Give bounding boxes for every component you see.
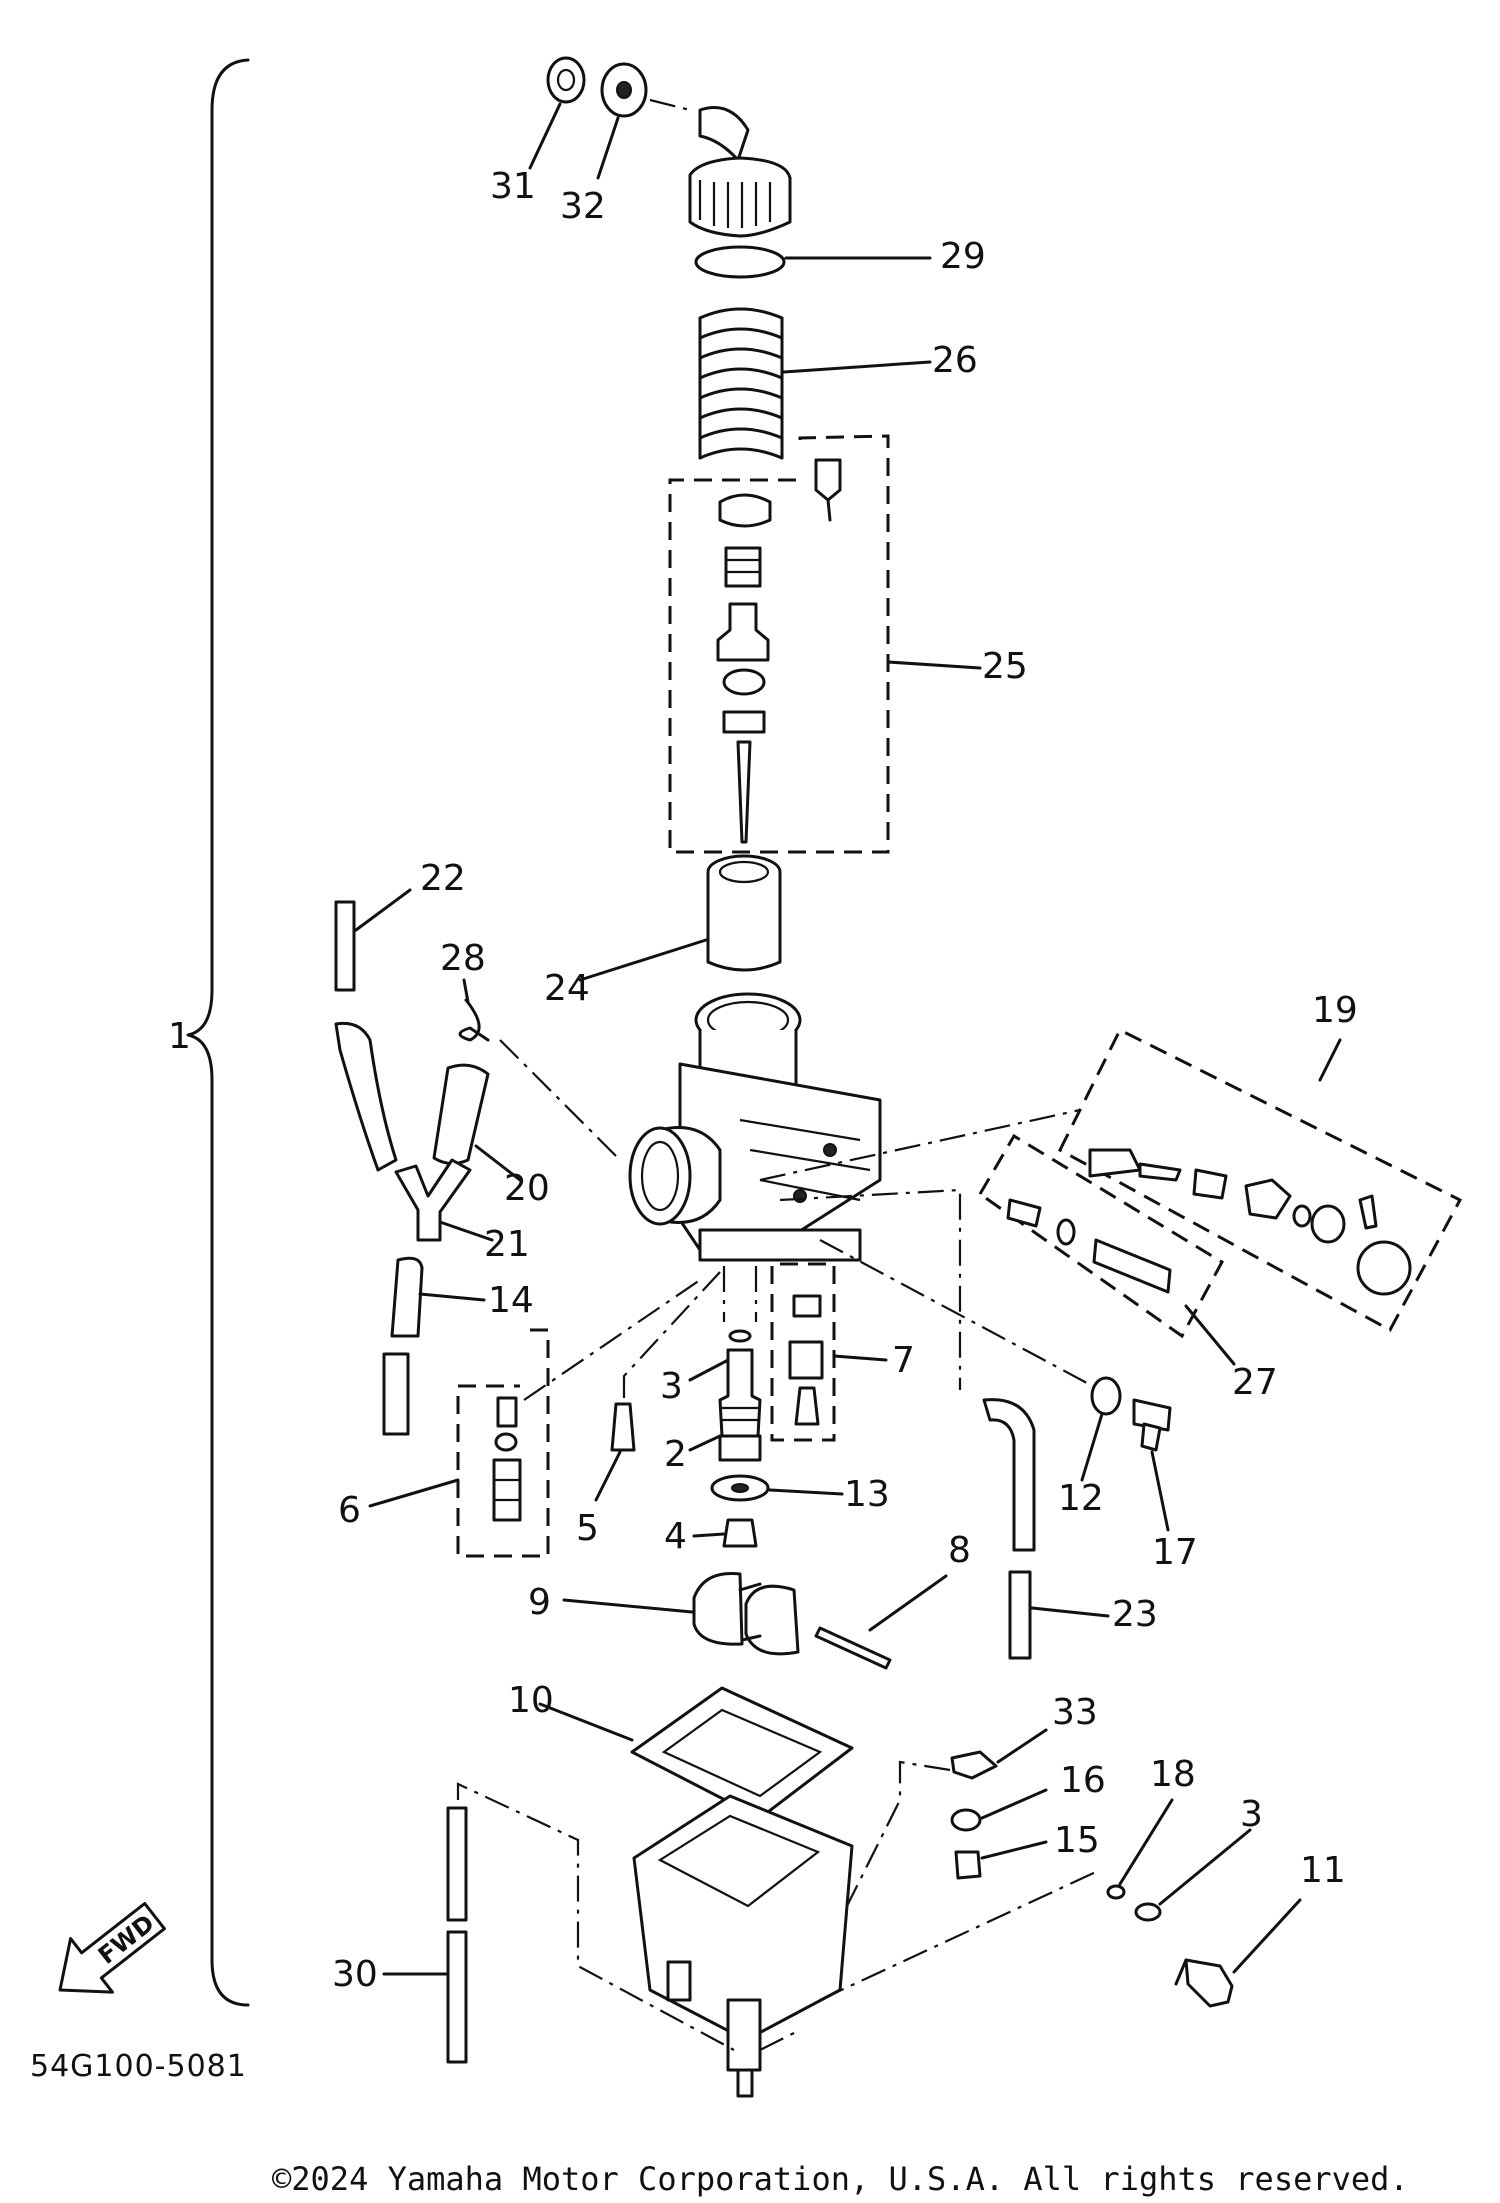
part-18-o-ring — [1106, 1884, 1126, 1900]
part-12-washer — [1090, 1376, 1122, 1416]
callout-11: 11 — [1300, 1850, 1346, 1891]
part-21-y-joint — [394, 1158, 472, 1242]
pilot-screw-box — [1058, 1027, 1463, 1333]
callout-23: 23 — [1112, 1594, 1158, 1635]
callout-17: 17 — [1152, 1532, 1198, 1573]
main-jet-box — [456, 1328, 550, 1558]
assembly-bracket — [186, 58, 250, 2007]
callout-30: 30 — [332, 1954, 378, 1995]
callout-15: 15 — [1054, 1820, 1100, 1861]
part-3-o-ring-lower — [1134, 1902, 1162, 1922]
part-17-screw — [1132, 1398, 1172, 1452]
top-cap — [688, 106, 792, 238]
part-6-main-jet-set — [492, 1396, 522, 1522]
part-30-hose — [446, 1806, 468, 2064]
callout-28: 28 — [440, 938, 486, 979]
part-25-needle-set — [716, 458, 842, 844]
callout-3a: 3 — [660, 1366, 683, 1407]
part-9-float — [692, 1572, 800, 1656]
callout-31: 31 — [490, 166, 536, 207]
needle-set-box — [668, 434, 890, 854]
part-4-main-jet — [722, 1518, 758, 1548]
part-5-pilot-jet — [610, 1402, 636, 1452]
part-27-air-screw-set — [1006, 1198, 1172, 1294]
callout-13: 13 — [844, 1474, 890, 1515]
part-26-spring — [698, 307, 784, 460]
callout-24: 24 — [544, 968, 590, 1009]
callout-26: 26 — [932, 340, 978, 381]
part-2-needle-jet — [718, 1348, 762, 1462]
air-screw-box — [978, 1133, 1224, 1339]
callout-18: 18 — [1150, 1754, 1196, 1795]
callout-1: 1 — [168, 1016, 191, 1057]
part-23-hose — [1008, 1570, 1032, 1660]
part-31-nut — [546, 56, 586, 104]
part-15-screw — [954, 1850, 982, 1880]
part-28-clip — [458, 998, 490, 1042]
part-13-washer — [710, 1474, 770, 1502]
part-14-hose — [390, 1256, 424, 1338]
fwd-arrow: FWD — [58, 1902, 166, 1994]
part-24-throttle-valve — [706, 854, 782, 972]
part-16-washer — [950, 1808, 982, 1832]
right-hose — [982, 1398, 1036, 1552]
starter-jet-box — [770, 1262, 836, 1442]
callout-9: 9 — [528, 1582, 551, 1623]
part-33-plate — [950, 1750, 998, 1780]
callout-27: 27 — [1232, 1362, 1278, 1403]
callout-29: 29 — [940, 236, 986, 277]
callout-7: 7 — [892, 1340, 915, 1381]
callout-32: 32 — [560, 186, 606, 227]
part-20-hose — [432, 1063, 490, 1165]
part-32-washer — [600, 62, 648, 118]
callout-33: 33 — [1052, 1692, 1098, 1733]
part-29-o-ring — [694, 245, 786, 279]
part-7-starter-jet-set — [788, 1294, 824, 1426]
callout-6: 6 — [338, 1490, 361, 1531]
part-10-gasket — [630, 1686, 854, 1820]
callout-16: 16 — [1060, 1760, 1106, 1801]
part-11-drain-screw — [1174, 1958, 1234, 2008]
left-hose — [334, 1021, 398, 1172]
part-14-hose-lower — [382, 1352, 410, 1436]
callout-21: 21 — [484, 1224, 530, 1265]
float-bowl — [632, 1794, 854, 2098]
callout-4: 4 — [664, 1516, 687, 1557]
callout-3b: 3 — [1240, 1794, 1263, 1835]
callout-25: 25 — [982, 646, 1028, 687]
part-3-o-ring — [728, 1329, 752, 1343]
callout-2: 2 — [664, 1434, 687, 1475]
callout-5: 5 — [576, 1508, 599, 1549]
drawing-code: 54G100-5081 — [30, 2049, 247, 2084]
part-19-pilot-screw-set — [1088, 1148, 1412, 1296]
callout-22: 22 — [420, 858, 466, 899]
callout-20: 20 — [504, 1168, 550, 1209]
callout-8: 8 — [948, 1530, 971, 1571]
callout-14: 14 — [488, 1280, 534, 1321]
callout-12: 12 — [1058, 1478, 1104, 1519]
copyright-notice: ©2024 Yamaha Motor Corporation, U.S.A. A… — [272, 2160, 1409, 2198]
callout-10: 10 — [508, 1680, 554, 1721]
callout-19: 19 — [1312, 990, 1358, 1031]
part-22-hose — [334, 900, 356, 992]
carburetor-body — [628, 992, 882, 1262]
part-8-pin — [814, 1626, 892, 1670]
